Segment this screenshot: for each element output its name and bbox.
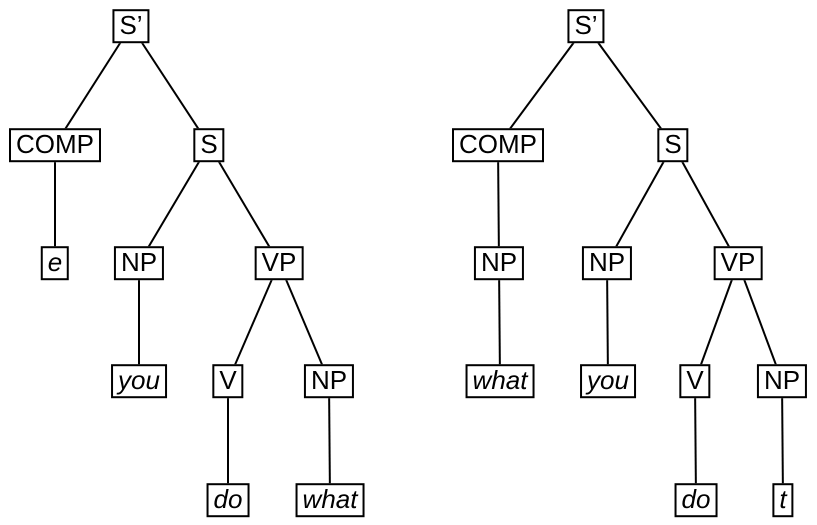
left-tree-node-vp: VP [254,246,304,280]
right-tree-node-s: S [657,128,689,162]
left-tree-node-v: V [212,364,244,398]
left-tree-node-np-obj: NP [303,364,355,398]
right-tree-edge-s-vp [672,144,739,264]
right-tree-node-do: do [674,483,718,517]
left-tree-node-s-bar: S’ [112,9,150,43]
right-tree-edge-s-np-subj [606,144,674,264]
right-tree-edge-v-do [694,380,697,501]
right-tree-node-np-subj: NP [581,246,633,280]
left-tree-node-what: what [295,483,365,517]
right-tree-edge-s-bar-comp [497,25,587,146]
right-tree-edge-np-comp-what [498,262,501,382]
left-tree-node-do: do [206,483,250,517]
right-tree-edge-np-subj-you [606,262,609,382]
right-tree-edge-vp-v [694,262,739,382]
right-tree-edge-comp-np-comp [497,144,500,264]
right-tree-node-s-bar: S’ [567,9,605,43]
right-tree-edge-vp-np-obj [737,262,783,382]
left-tree-node-np-subj: NP [113,246,165,280]
left-tree-edge-s-np-subj [138,144,210,264]
left-tree-edge-s-bar-s [130,25,210,146]
left-tree-node-e: e [40,246,70,280]
right-tree-edge-s-bar-s [585,25,674,146]
left-tree-edge-vp-v [227,262,280,382]
right-tree-node-np-comp: NP [473,246,525,280]
left-tree-edge-s-vp [208,144,280,264]
left-tree-edge-vp-np-obj [278,262,330,382]
right-tree-node-v: V [679,364,711,398]
right-tree-node-you: you [580,364,636,398]
right-tree-node-np-obj: NP [756,364,808,398]
left-tree-node-comp: COMP [9,128,101,162]
right-tree-node-t: t [772,483,794,517]
left-tree-node-you: you [111,364,167,398]
right-tree-edge-np-obj-t [781,380,784,501]
left-tree-node-s: S [193,128,225,162]
right-tree-node-comp: COMP [452,128,544,162]
left-tree-edge-s-bar-comp [54,25,132,146]
right-tree-node-what: what [465,364,535,398]
right-tree-node-vp: VP [713,246,763,280]
left-tree-edge-np-obj-what [328,380,331,501]
